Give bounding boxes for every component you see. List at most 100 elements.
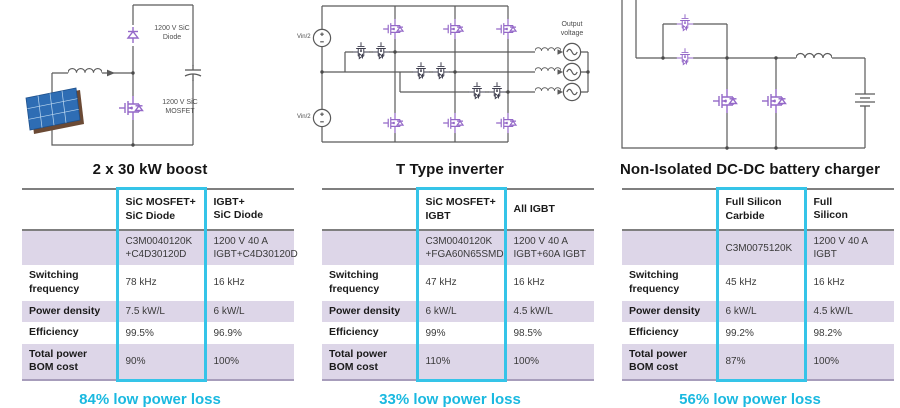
row-label-switching-frequency: Switching frequency — [29, 269, 80, 295]
row-label-bom-cost: Total power BOM cost — [22, 343, 117, 382]
sic-mosfet-icon — [495, 112, 517, 134]
comparison-table-boost: SiC MOSFET+ SiC Diode IGBT+ SiC Diode C3… — [22, 187, 298, 382]
value-cell: 4.5 kW/L — [805, 300, 894, 323]
value-cell: 7.5 kW/L — [115, 300, 207, 323]
value-cell: 110% — [415, 343, 507, 382]
igbt-pair-icon — [352, 41, 390, 60]
row-label-efficiency: Efficiency — [29, 326, 79, 339]
value-cell: 100% — [205, 343, 294, 382]
power-loss-caption: 56% low power loss — [679, 390, 821, 408]
panel-title: 2 x 30 kW boost — [92, 161, 208, 178]
row-label — [622, 230, 717, 266]
value-cell: 99.2% — [715, 322, 807, 344]
boost-circuit-svg — [25, 4, 202, 147]
inductor-icon — [68, 67, 102, 74]
sic-mosfet-icon — [712, 88, 738, 114]
inductor-icon — [535, 47, 561, 52]
panel-t-type-inverter: Vin/2 Vin/2 Output voltage T Type invert… — [297, 0, 600, 408]
row-label-switching-frequency: Switching frequency — [629, 269, 680, 295]
wires — [621, 0, 866, 149]
current-arrow — [557, 89, 563, 95]
wires — [321, 5, 589, 143]
comparison-table-charger: Full Silicon Carbide Full Silicon C3M007… — [622, 187, 894, 382]
current-arrow — [107, 69, 115, 77]
column-header-reference: All IGBT — [505, 188, 594, 232]
row-label-switching-frequency: Switching frequency — [329, 269, 380, 295]
dcdc-circuit-svg — [621, 0, 876, 150]
row-label-power-density: Power density — [322, 300, 417, 323]
value-cell: 90% — [115, 343, 207, 382]
value-cell: 98.5% — [513, 327, 542, 339]
dc-source-icon — [312, 108, 332, 128]
power-loss-caption: 84% low power loss — [79, 390, 221, 408]
boost-circuit-diagram: 1200 V SiC Diode 1200 V SiC MOSFET — [0, 0, 300, 158]
igbt-pair-icon — [412, 61, 450, 80]
sic-mosfet-icon — [676, 47, 694, 66]
value-cell: 4.5 kW/L — [505, 300, 594, 323]
t-type-circuit-svg — [312, 5, 590, 143]
sic-diode-icon — [127, 26, 139, 44]
value-cell: 78 kHz — [115, 265, 207, 301]
output-voltage-label: Output voltage — [560, 21, 584, 37]
part-number-cell: 1200 V 40 A IGBT+60A IGBT — [505, 230, 594, 266]
row-label-efficiency: Efficiency — [629, 326, 679, 339]
ac-output-icon — [562, 42, 582, 62]
igbt-pair-icon — [468, 81, 506, 100]
row-label-bom-cost: Total power BOM cost — [322, 343, 417, 382]
mosfet-label: 1200 V SiC MOSFET — [162, 99, 198, 115]
part-number-cell: 1200 V 40 A IGBT+C4D30120D — [205, 230, 298, 266]
capacitor-icon — [184, 65, 202, 81]
column-header-reference: IGBT+ SiC Diode — [205, 188, 294, 232]
dc-source-icon — [312, 28, 332, 48]
row-label-power-density: Power density — [622, 300, 717, 323]
vin-label: Vin/2 — [297, 114, 311, 120]
value-cell: 100% — [805, 343, 894, 382]
panel-title: Non-Isolated DC-DC battery charger — [619, 161, 881, 178]
sic-mosfet-icon — [676, 13, 694, 32]
dcdc-circuit-diagram — [600, 0, 900, 158]
diode-label: 1200 V SiC Diode — [154, 25, 190, 41]
comparison-table-inverter: SiC MOSFET+ IGBT All IGBT C3M0040120K +F… — [322, 187, 594, 382]
solar-panel-icon — [25, 87, 84, 134]
row-label — [322, 230, 417, 266]
inductor-icon — [535, 87, 561, 92]
value-cell: 45 kHz — [715, 265, 807, 301]
sic-mosfet-icon — [495, 18, 517, 40]
inductor-icon — [796, 52, 832, 59]
panel-dcdc-charger: Non-Isolated DC-DC battery charger Full … — [600, 0, 900, 408]
panel-title: T Type inverter — [396, 161, 504, 178]
column-header-highlight: SiC MOSFET+ SiC Diode — [115, 187, 207, 232]
sic-mosfet-icon — [382, 18, 404, 40]
battery-icon — [854, 90, 876, 110]
sic-mosfet-icon — [382, 112, 404, 134]
value-cell: 98.2% — [813, 327, 842, 339]
sic-mosfet-icon — [442, 112, 464, 134]
ac-output-icon — [562, 62, 582, 82]
value-cell: 16 kHz — [513, 277, 545, 289]
value-cell: 6 kW/L — [415, 300, 507, 323]
value-cell: 87% — [715, 343, 807, 382]
row-label — [22, 230, 117, 266]
row-label-efficiency: Efficiency — [329, 326, 379, 339]
value-cell: 100% — [505, 343, 594, 382]
value-cell: 16 kHz — [813, 277, 845, 289]
corner-cell — [622, 188, 717, 232]
value-cell: 16 kHz — [213, 277, 245, 289]
sic-mosfet-icon — [442, 18, 464, 40]
row-label-power-density: Power density — [22, 300, 117, 323]
vin-label: Vin/2 — [297, 34, 311, 40]
sic-mosfet-icon — [118, 95, 144, 121]
column-header-reference: Full Silicon — [805, 188, 894, 232]
part-number-cell: 1200 V 40 A IGBT — [805, 230, 894, 266]
part-number-cell: C3M0040120K +FGA60N65SMD — [415, 230, 507, 266]
part-number-cell: C3M0040120K +C4D30120D — [115, 230, 207, 266]
power-loss-caption: 33% low power loss — [379, 390, 521, 408]
t-type-circuit-diagram: Vin/2 Vin/2 Output voltage — [297, 0, 600, 158]
value-cell: 6 kW/L — [715, 300, 807, 323]
value-cell: 6 kW/L — [205, 300, 294, 323]
value-cell: 99.5% — [115, 322, 207, 344]
column-header-highlight: SiC MOSFET+ IGBT — [415, 187, 507, 232]
inductor-icon — [535, 67, 561, 72]
current-arrow — [557, 49, 563, 55]
